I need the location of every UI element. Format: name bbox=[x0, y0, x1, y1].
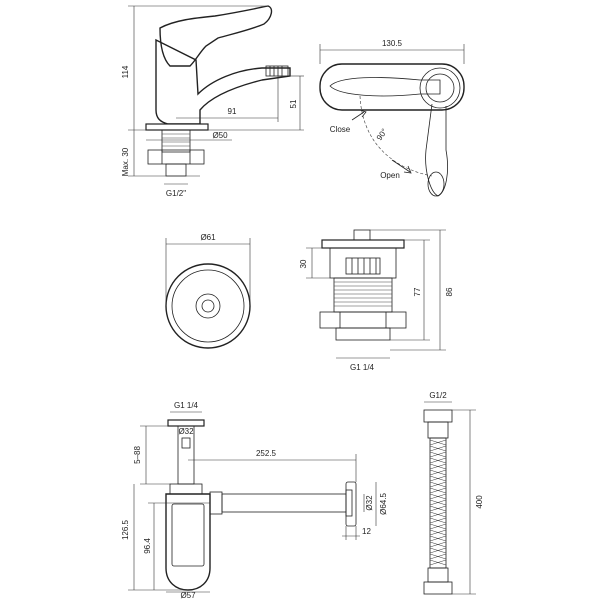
lever-close-label: Close bbox=[330, 125, 351, 134]
braid-line bbox=[429, 493, 447, 500]
waste-total-height-label: 86 bbox=[445, 287, 454, 296]
braid-line bbox=[429, 535, 447, 542]
braid-line bbox=[429, 475, 447, 482]
waste-plan-view: Ø61 bbox=[165, 233, 251, 349]
braid-line bbox=[429, 439, 447, 446]
trap-pipe-diameter-label: Ø32 bbox=[178, 427, 194, 436]
tap-max-thickness-label: Max. 30 bbox=[121, 147, 130, 176]
lever-plan-view: 130.5 90° Close Open bbox=[319, 39, 465, 197]
waste-body-height-label: 77 bbox=[413, 287, 422, 296]
tap-side-view: 114 91 51 Ø50 Max. 30 G1/2" bbox=[121, 5, 304, 198]
braid-line bbox=[429, 511, 447, 518]
lever-angle-label: 90° bbox=[375, 127, 389, 142]
braid-line bbox=[429, 445, 447, 452]
braid-line bbox=[429, 523, 447, 530]
hose-length-label: 400 bbox=[475, 495, 484, 509]
trap-flange-diameter-label: Ø64.5 bbox=[379, 493, 388, 515]
hose-braid bbox=[429, 439, 447, 566]
tap-base-diameter-label: Ø50 bbox=[212, 131, 228, 140]
tap-height-label: 114 bbox=[121, 65, 130, 78]
braid-line bbox=[429, 457, 447, 464]
waste-thread-lines bbox=[334, 281, 392, 307]
braid-line bbox=[429, 463, 447, 470]
tap-reach-label: 91 bbox=[228, 107, 237, 116]
hose-thread-label: G1/2 bbox=[429, 391, 447, 400]
lever-width-label: 130.5 bbox=[382, 39, 403, 48]
trap-body-diameter-label: Ø57 bbox=[180, 591, 196, 599]
trap-adjust-label: 5–88 bbox=[133, 446, 142, 464]
braid-line bbox=[429, 499, 447, 506]
flexible-hose-view: G1/2 400 bbox=[423, 391, 484, 595]
braid-line bbox=[429, 517, 447, 524]
trap-length-label: 252.5 bbox=[256, 449, 277, 458]
tap-spout-height-label: 51 bbox=[289, 99, 298, 108]
trap-flange-depth-label: 12 bbox=[362, 527, 371, 536]
waste-thread-label: G1 1/4 bbox=[350, 363, 375, 372]
lever-open-label: Open bbox=[380, 171, 400, 180]
trap-body-height-label: 96.4 bbox=[143, 538, 152, 554]
braid-line bbox=[429, 553, 447, 560]
bottle-trap-view: G1 1/4 Ø32 5–88 252.5 Ø32 Ø64.5 12 126.5… bbox=[121, 401, 388, 599]
trap-thread-label: G1 1/4 bbox=[174, 401, 199, 410]
braid-line bbox=[429, 541, 447, 548]
braid-line bbox=[429, 505, 447, 512]
braid-line bbox=[429, 451, 447, 458]
braid-line bbox=[429, 481, 447, 488]
trap-height-label: 126.5 bbox=[121, 519, 130, 540]
waste-slot-height-label: 30 bbox=[299, 259, 308, 268]
braid-line bbox=[429, 469, 447, 476]
waste-side-view: 30 77 86 G1 1/4 bbox=[299, 229, 454, 372]
trap-outlet-diameter-label: Ø32 bbox=[365, 495, 374, 511]
braid-line bbox=[429, 559, 447, 566]
braid-line bbox=[429, 529, 447, 536]
waste-diameter-label: Ø61 bbox=[200, 233, 216, 242]
tap-thread-label: G1/2" bbox=[166, 189, 186, 198]
braid-line bbox=[429, 547, 447, 554]
braid-line bbox=[429, 487, 447, 494]
